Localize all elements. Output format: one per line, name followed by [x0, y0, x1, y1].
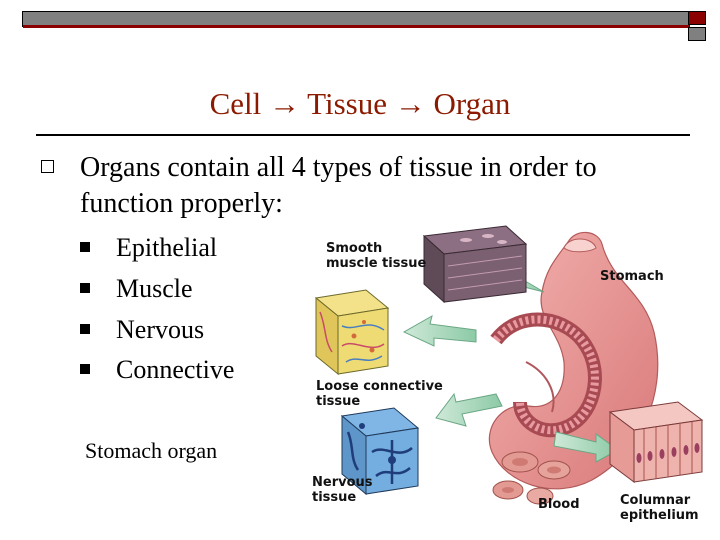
blood-cells [492, 451, 571, 505]
figure-caption: Stomach organ [85, 438, 218, 463]
arrow-to-epithelium [553, 431, 619, 463]
main-bullet-text: Organs contain all 4 types of tissue in … [80, 152, 597, 219]
label-nervous-2: tissue [312, 490, 356, 505]
square-bullet-icon [80, 364, 90, 374]
header-bar [22, 11, 690, 28]
nervous-tissue-block [340, 407, 420, 496]
label-smooth-muscle-2: muscle tissue [326, 256, 426, 271]
sub-bullet-label: Nervous [116, 315, 205, 344]
sub-bullet-label: Epithelial [116, 233, 218, 262]
label-loose-connective-2: tissue [316, 394, 360, 409]
label-smooth-muscle-1: Smooth [326, 241, 382, 256]
loose-connective-block [314, 289, 390, 376]
label-blood: Blood [538, 497, 580, 512]
stomach-tissue-illustration: Smooth muscle tissue Stomach Loose conne… [306, 222, 710, 524]
label-columnar-2: epithelium [620, 508, 699, 523]
columnar-epithelium-block [608, 401, 704, 483]
square-bullet-icon [80, 283, 90, 293]
header-bar-accent [23, 25, 689, 28]
hollow-square-bullet-icon [41, 160, 54, 173]
corner-square-gray [688, 27, 706, 41]
smooth-muscle-block [422, 225, 528, 304]
label-columnar-1: Columnar [620, 493, 691, 508]
sub-bullet-label: Muscle [116, 274, 193, 303]
sub-bullet-label: Connective [116, 355, 235, 384]
slide-title: Cell → Tissue → Organ [209, 86, 511, 121]
title-divider [36, 134, 690, 136]
square-bullet-icon [80, 242, 90, 252]
label-loose-connective-1: Loose connective [316, 379, 443, 394]
label-nervous-1: Nervous [312, 475, 373, 490]
arrow-to-nervous [435, 392, 503, 427]
arrow-to-connective [402, 314, 477, 347]
label-stomach: Stomach [600, 269, 664, 284]
corner-square-red [688, 11, 706, 25]
square-bullet-icon [80, 324, 90, 334]
